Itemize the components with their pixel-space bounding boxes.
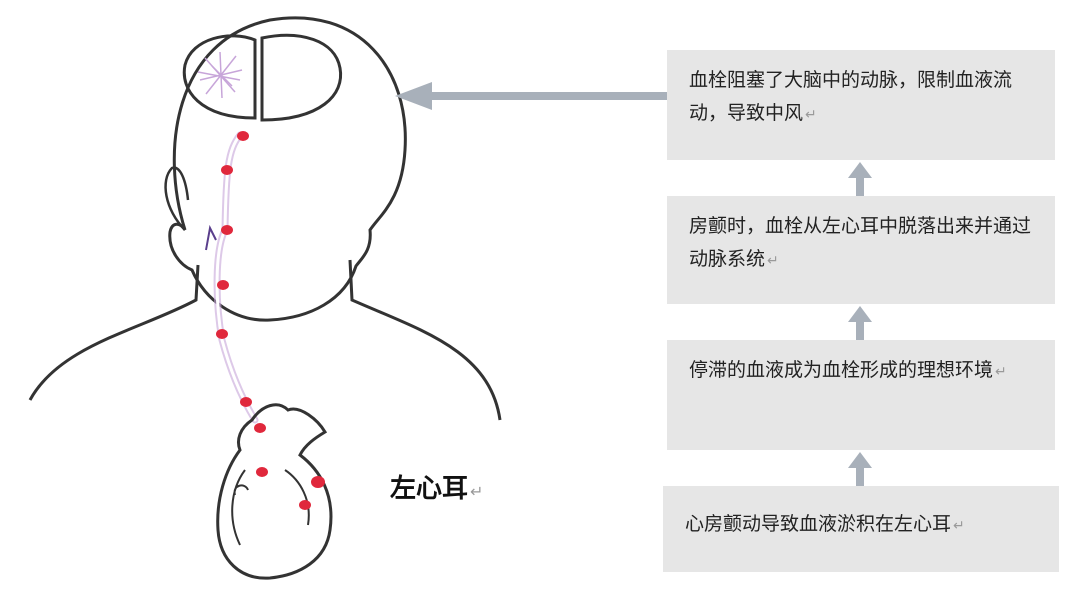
clot — [254, 423, 266, 433]
return-mark-icon: ↵ — [805, 107, 817, 123]
body-illustration — [28, 16, 502, 580]
head-outline — [168, 16, 407, 322]
brain-left-hemisphere — [182, 34, 257, 120]
return-mark-icon: ↵ — [470, 482, 484, 501]
flow-step-blood-pooling: 心房颤动导致血液淤积在左心耳↵ — [663, 486, 1059, 572]
neck-shoulders-outline — [28, 259, 502, 421]
clot — [299, 500, 311, 510]
flow-step-clot-formation: 停滞的血液成为血栓形成的理想环境↵ — [667, 340, 1055, 450]
flow-step-clot-dislodge: 房颤时，血栓从左心耳中脱落出来并通过动脉系统↵ — [667, 196, 1055, 304]
flow-step-text: 血栓阻塞了大脑中的动脉，限制血液流动，导致中风 — [689, 69, 1013, 124]
flow-arrow — [205, 224, 217, 251]
up-arrow-shaft-1 — [856, 172, 864, 196]
brain-right-hemisphere — [260, 33, 343, 122]
return-mark-icon: ↵ — [995, 364, 1007, 380]
heart-inner — [231, 469, 310, 546]
blood-clots — [216, 131, 325, 510]
flow-step-text: 心房颤动导致血液淤积在左心耳 — [685, 513, 952, 535]
up-arrow-head-1 — [848, 162, 872, 178]
laa-text: 左心耳 — [390, 474, 469, 504]
return-mark-icon: ↵ — [767, 253, 779, 269]
heart-outline — [216, 403, 333, 580]
artery-path — [213, 131, 259, 424]
up-arrow-head-3 — [848, 452, 872, 468]
up-arrow-shaft-3 — [856, 462, 864, 486]
clot — [240, 397, 252, 407]
clot — [221, 165, 233, 175]
clot — [217, 280, 229, 290]
flow-step-text: 停滞的血液成为血栓形成的理想环境 — [689, 359, 994, 381]
stroke-area — [197, 51, 243, 99]
flow-step-text: 房颤时，血栓从左心耳中脱落出来并通过动脉系统 — [689, 215, 1032, 270]
clot — [311, 476, 325, 488]
ear-outline — [164, 166, 190, 231]
clot — [237, 131, 249, 141]
left-atrial-appendage-label: 左心耳↵ — [390, 468, 483, 505]
up-arrow-head-2 — [848, 306, 872, 322]
clot — [256, 467, 268, 477]
clot — [216, 329, 228, 339]
up-arrow-shaft-2 — [856, 316, 864, 340]
flow-step-stroke: 血栓阻塞了大脑中的动脉，限制血液流动，导致中风↵ — [667, 50, 1055, 160]
return-mark-icon: ↵ — [953, 518, 965, 534]
clot — [221, 225, 233, 235]
